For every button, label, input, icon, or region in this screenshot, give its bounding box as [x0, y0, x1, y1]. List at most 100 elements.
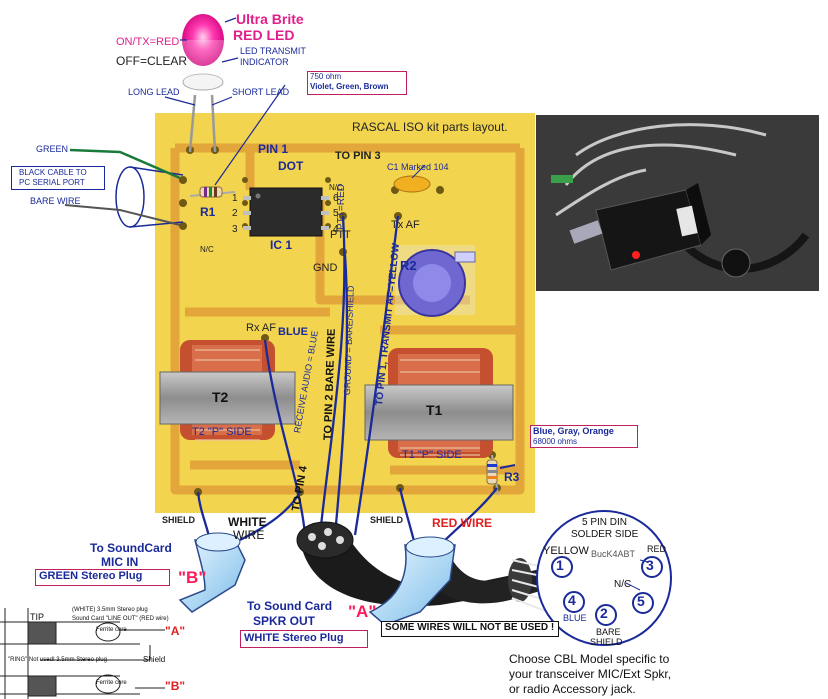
plug-b-letter: "B"	[178, 568, 207, 587]
r3-pointer	[499, 464, 516, 469]
black-cable-line2: PC SERIAL PORT	[19, 178, 85, 187]
led-indicator-line1: LED TRANSMIT	[240, 46, 306, 56]
inset-line2: Sound Card "LINE OUT" (RED wire)	[72, 616, 169, 622]
plug-b-title2: MIC IN	[101, 555, 139, 569]
din-shield: SHIELD	[590, 637, 623, 647]
plug-a-title1: To Sound Card	[247, 599, 333, 613]
led-indicator-line2: INDICATOR	[240, 57, 289, 67]
pin1-label: PIN 1	[258, 142, 289, 156]
inset-shield: Shield	[143, 655, 166, 664]
c1-label: C1 Marked 104	[387, 162, 449, 172]
r2-label: R2	[400, 258, 417, 273]
inset-ferrite-a: Ferrite core	[96, 627, 127, 633]
ic-pin-1: 1	[232, 193, 238, 204]
board-title: RASCAL ISO kit parts layout.	[352, 120, 508, 134]
to-pin3-label: TO PIN 3	[335, 150, 381, 162]
plug-b-shield: SHIELD	[162, 515, 196, 525]
r3-ohms: 68000 ohms	[533, 437, 578, 446]
din-nc: N/C	[614, 579, 632, 590]
r1-pointer	[214, 84, 286, 186]
led-on-state: ON/TX=RED	[116, 36, 180, 48]
r1-resistor	[189, 186, 236, 198]
product-photo	[536, 115, 819, 291]
footer-line2: your transceiver MIC/Ext Spkr,	[509, 667, 672, 681]
inset-tip: TIP	[30, 612, 45, 622]
ic-pin-3: 3	[232, 224, 238, 235]
plug-b-type-box: GREEN Stereo Plug	[35, 569, 170, 586]
din-yellow: YELLOW	[543, 545, 589, 557]
nc-left-label: N/C	[200, 245, 214, 254]
plug-a-title2: SPKR OUT	[253, 614, 316, 628]
rx-blue-label: BLUE	[278, 326, 308, 338]
green-label: GREEN	[36, 144, 69, 154]
din-pin-2: 2	[600, 605, 608, 621]
plug-b-title1: To SoundCard	[90, 541, 172, 555]
led-off-state: OFF=CLEAR	[116, 54, 188, 68]
inset-line1: (WHITE) 3.5mm Stereo plug	[72, 607, 148, 613]
bare-wire-label: BARE WIRE	[30, 196, 81, 206]
warning-text: SOME WIRES WILL NOT BE USED !	[385, 622, 555, 633]
t1-label: T1	[426, 402, 443, 418]
ic1-label: IC 1	[270, 238, 293, 252]
din-pin-4: 4	[568, 592, 576, 608]
din-blue: BLUE	[563, 613, 587, 623]
gnd-label: GND	[313, 262, 338, 274]
din-callsign: BucK4ABT	[591, 549, 636, 559]
r1-colors: Violet, Green, Brown	[310, 82, 389, 91]
nc-right-label: N/C	[329, 183, 343, 192]
inset-ferrite-b: Ferrite core	[96, 680, 127, 686]
t1-p-side: T1 "P" SIDE	[402, 449, 462, 461]
plug-b-type: GREEN Stereo Plug	[39, 570, 143, 582]
din-title1: 5 PIN DIN	[582, 517, 628, 528]
c1-capacitor	[393, 175, 431, 193]
r2-trimmer	[395, 245, 476, 317]
dot-label: DOT	[278, 159, 304, 173]
inset-ring: "RING" Not used! 3.5mm Stereo plug	[8, 657, 107, 663]
c1-pointer	[411, 164, 426, 179]
inset-a: "A"	[165, 624, 186, 638]
plug-a-red-wire: RED WIRE	[432, 516, 492, 530]
plug-a-shield: SHIELD	[370, 515, 404, 525]
r3-label: R3	[504, 470, 520, 484]
din-red: RED	[647, 544, 667, 554]
ic-pin-2: 2	[232, 208, 238, 219]
ic1-chip	[249, 187, 323, 237]
short-lead-label: SHORT LEAD	[232, 87, 290, 97]
din-pin-3: 3	[646, 557, 654, 573]
din-title2: SOLDER SIDE	[571, 529, 639, 540]
bare-wire-line	[64, 204, 181, 226]
led-pointers	[164, 17, 239, 106]
t2-p-side: T2 "P" SIDE	[192, 426, 252, 438]
plug-b-white: WHITE	[228, 515, 267, 529]
ic-pin-4: 4	[333, 224, 339, 235]
warning-box: SOME WIRES WILL NOT BE USED !	[381, 621, 559, 637]
black-cable-line1: BLACK CABLE TO	[19, 168, 87, 177]
long-lead-label: LONG LEAD	[128, 87, 180, 97]
ic-pin-5: 5	[333, 208, 339, 219]
ic-pin-6: 6	[333, 193, 339, 204]
r1-ohms: 750 ohm	[310, 72, 342, 81]
black-cable-box: BLACK CABLE TO PC SERIAL PORT	[11, 166, 105, 190]
inset-b: "B"	[165, 679, 186, 693]
r1-info-box: 750 ohm Violet, Green, Brown	[307, 71, 407, 95]
t2-label: T2	[212, 389, 229, 405]
din-bare: BARE	[596, 627, 621, 637]
plug-b	[178, 532, 246, 613]
plug-a	[368, 536, 456, 626]
inset-plug-diagram	[0, 608, 165, 699]
r1-ref-label: R1	[200, 205, 216, 219]
plug-a-letter: "A"	[348, 602, 377, 621]
product-photo-drawing	[536, 115, 819, 291]
plug-a-type-box: WHITE Stereo Plug	[240, 630, 368, 648]
led-title1: Ultra Brite	[236, 11, 304, 27]
ic1-dot	[255, 193, 261, 199]
din-connector	[536, 510, 672, 646]
din-pin-1: 1	[556, 557, 564, 573]
rx-af-label: Rx AF	[246, 322, 276, 334]
r3-info-box: Blue, Gray, Orange 68000 ohms	[530, 425, 638, 448]
r3-colors: Blue, Gray, Orange	[533, 426, 614, 436]
tx-af-label: Tx AF	[391, 219, 420, 231]
led-title2: RED LED	[233, 27, 295, 43]
led-component	[182, 14, 224, 153]
